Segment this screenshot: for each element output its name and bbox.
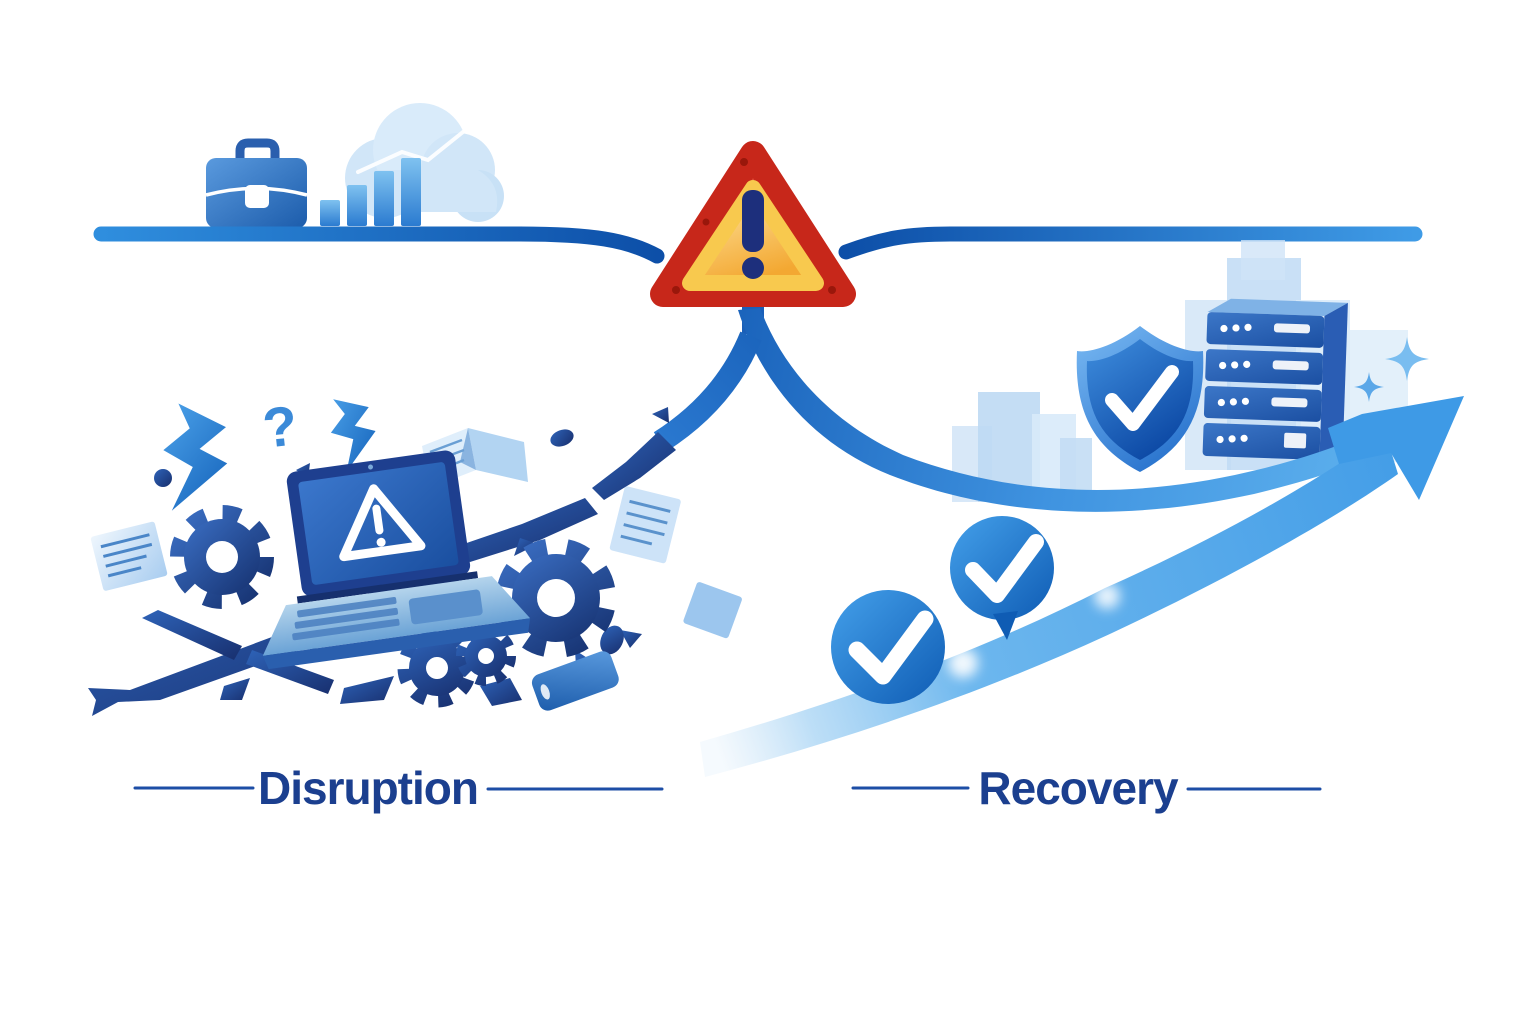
cloud-icon [345, 103, 504, 222]
recovery-branch-band [738, 308, 1398, 512]
exclamation-bar [742, 190, 764, 252]
question-mark: ? [260, 393, 301, 459]
disruption-label-text: Disruption [258, 762, 478, 814]
phone-icon [531, 651, 619, 711]
document-icon [609, 486, 681, 564]
keyboard-keys [292, 597, 400, 641]
gear-icon [397, 628, 477, 708]
server-leds [1216, 323, 1252, 444]
exclamation-dot [742, 257, 764, 279]
recovery-label: Recovery [851, 762, 1322, 814]
growth-arrow-head [1328, 396, 1464, 500]
laptop-warning-icon [262, 450, 531, 670]
trend-line [356, 126, 470, 174]
screen-warning-icon [339, 484, 426, 562]
bar-chart-icon [320, 158, 421, 226]
checkmark-bubble-icon [950, 516, 1054, 640]
touchpad [408, 589, 483, 625]
baseline-left [93, 226, 665, 264]
server-slots [1271, 323, 1311, 449]
document-icon [683, 582, 742, 639]
recovery-label-text: Recovery [978, 762, 1179, 814]
lightning-icon [155, 402, 235, 518]
glow-spot [948, 648, 978, 678]
server-icon [1202, 298, 1348, 460]
gear-icon [496, 538, 616, 658]
warning-triangle-icon [650, 141, 856, 307]
baseline-right [838, 226, 1423, 260]
triangle-rivets [672, 158, 836, 294]
disruption-label: Disruption [133, 762, 664, 814]
briefcase-icon [205, 138, 308, 228]
gear-icon [456, 626, 516, 686]
gear-icon [170, 505, 274, 609]
shield-check-icon [1076, 326, 1204, 472]
check-icon [1105, 365, 1179, 431]
glow-spot [1094, 583, 1120, 609]
checkmark-circle-icon [831, 590, 945, 704]
document-icon [90, 521, 168, 591]
